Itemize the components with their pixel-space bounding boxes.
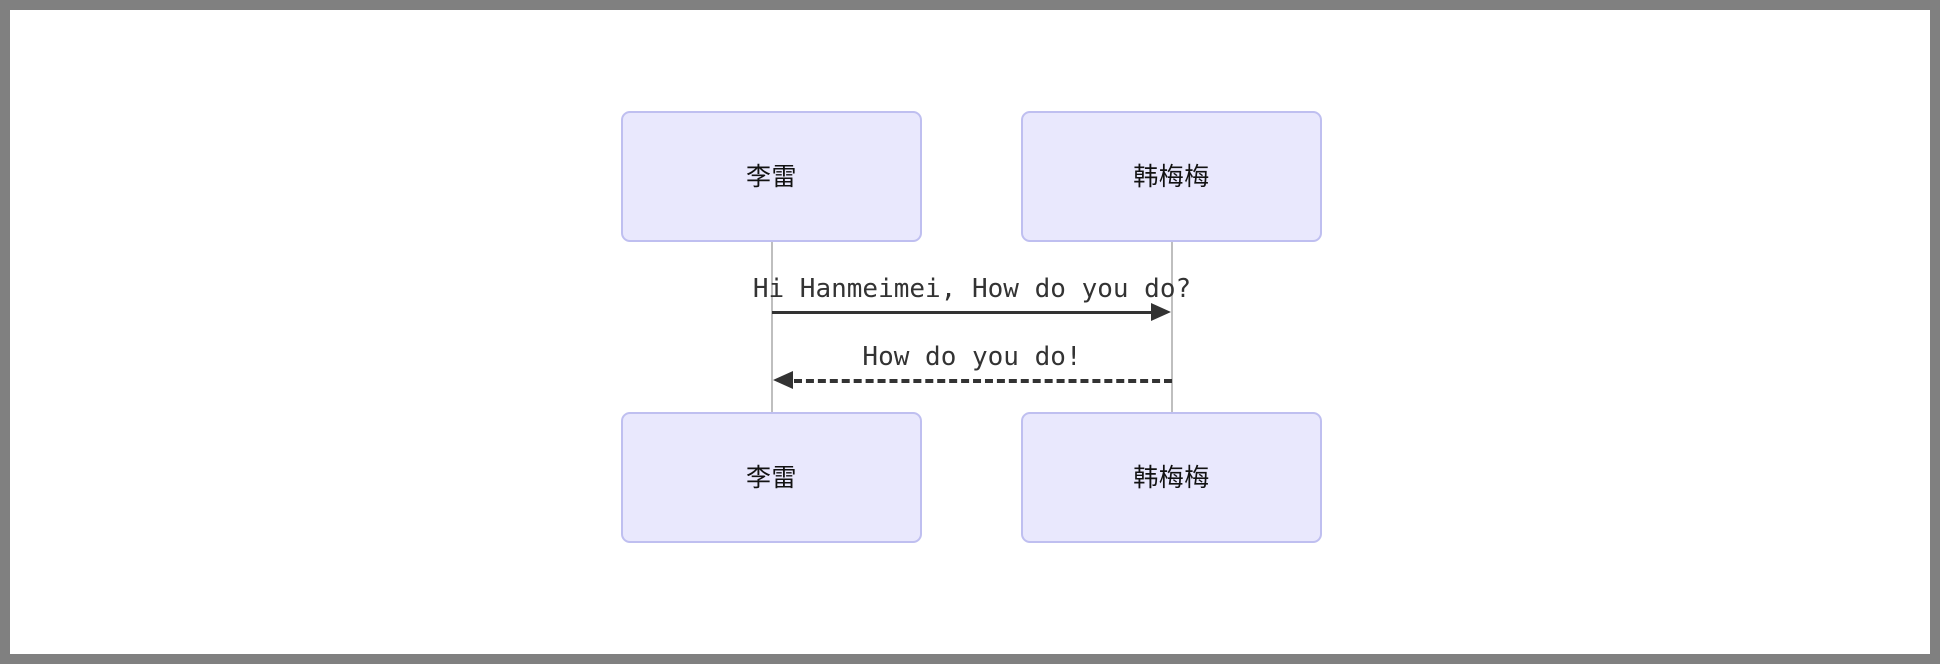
actor-label-hanmeimei-top: 韩梅梅	[1133, 162, 1210, 191]
actor-label-lilei-top: 李雷	[745, 162, 797, 191]
actor-label-lilei-bottom: 李雷	[745, 463, 797, 492]
lifeline-hanmeimei	[1171, 242, 1173, 432]
message-1-line	[772, 311, 1152, 314]
actor-box-lilei-top[interactable]: 李雷	[621, 111, 922, 242]
sequence-diagram: 李雷 韩梅梅 Hi Hanmeimei, How do you do? How …	[10, 10, 1930, 654]
message-2-label: How do you do!	[862, 342, 1082, 372]
message-1-label: Hi Hanmeimei, How do you do?	[752, 274, 1192, 304]
lifeline-lilei	[771, 242, 773, 432]
actor-box-hanmeimei-bottom[interactable]: 韩梅梅	[1021, 412, 1322, 543]
message-2-arrowhead	[773, 371, 793, 389]
actor-box-hanmeimei-top[interactable]: 韩梅梅	[1021, 111, 1322, 242]
actor-label-hanmeimei-bottom: 韩梅梅	[1133, 463, 1210, 492]
message-1-arrowhead	[1151, 303, 1171, 321]
diagram-canvas: 李雷 韩梅梅 Hi Hanmeimei, How do you do? How …	[10, 10, 1930, 654]
message-2-line	[794, 379, 1172, 383]
actor-box-lilei-bottom[interactable]: 李雷	[621, 412, 922, 543]
